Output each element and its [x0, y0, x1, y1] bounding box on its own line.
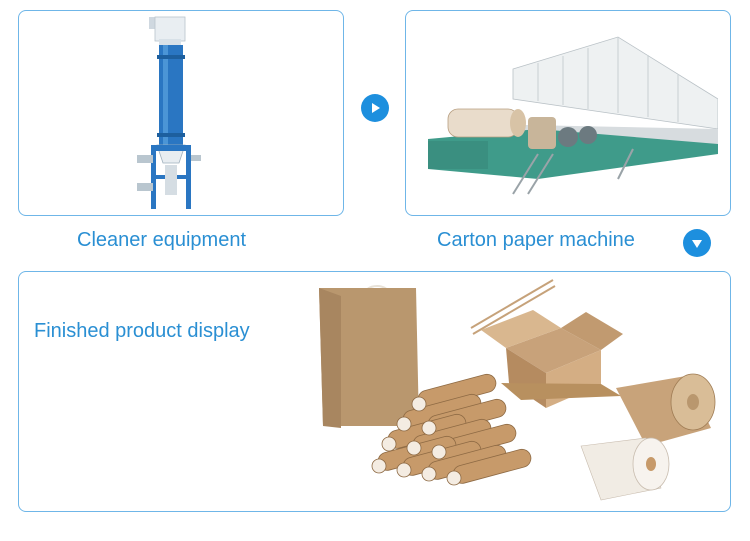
finished-products-caption: Finished product display	[34, 320, 250, 342]
finished-products-panel	[18, 271, 731, 512]
cleaner-equipment-caption: Cleaner equipment	[77, 229, 246, 251]
arrow-right-button[interactable]	[361, 94, 389, 122]
arrow-down-button[interactable]	[683, 229, 711, 257]
arrow-down-icon	[692, 240, 702, 248]
paper-machine-caption: Carton paper machine	[437, 229, 635, 251]
paper-products-icon	[319, 279, 716, 501]
arrow-right-icon	[372, 103, 380, 113]
paper-machine-icon	[428, 36, 718, 195]
paper-machine-panel	[405, 10, 731, 216]
cleaner-equipment-panel	[18, 10, 344, 216]
cleaner-machine-icon	[137, 16, 201, 209]
